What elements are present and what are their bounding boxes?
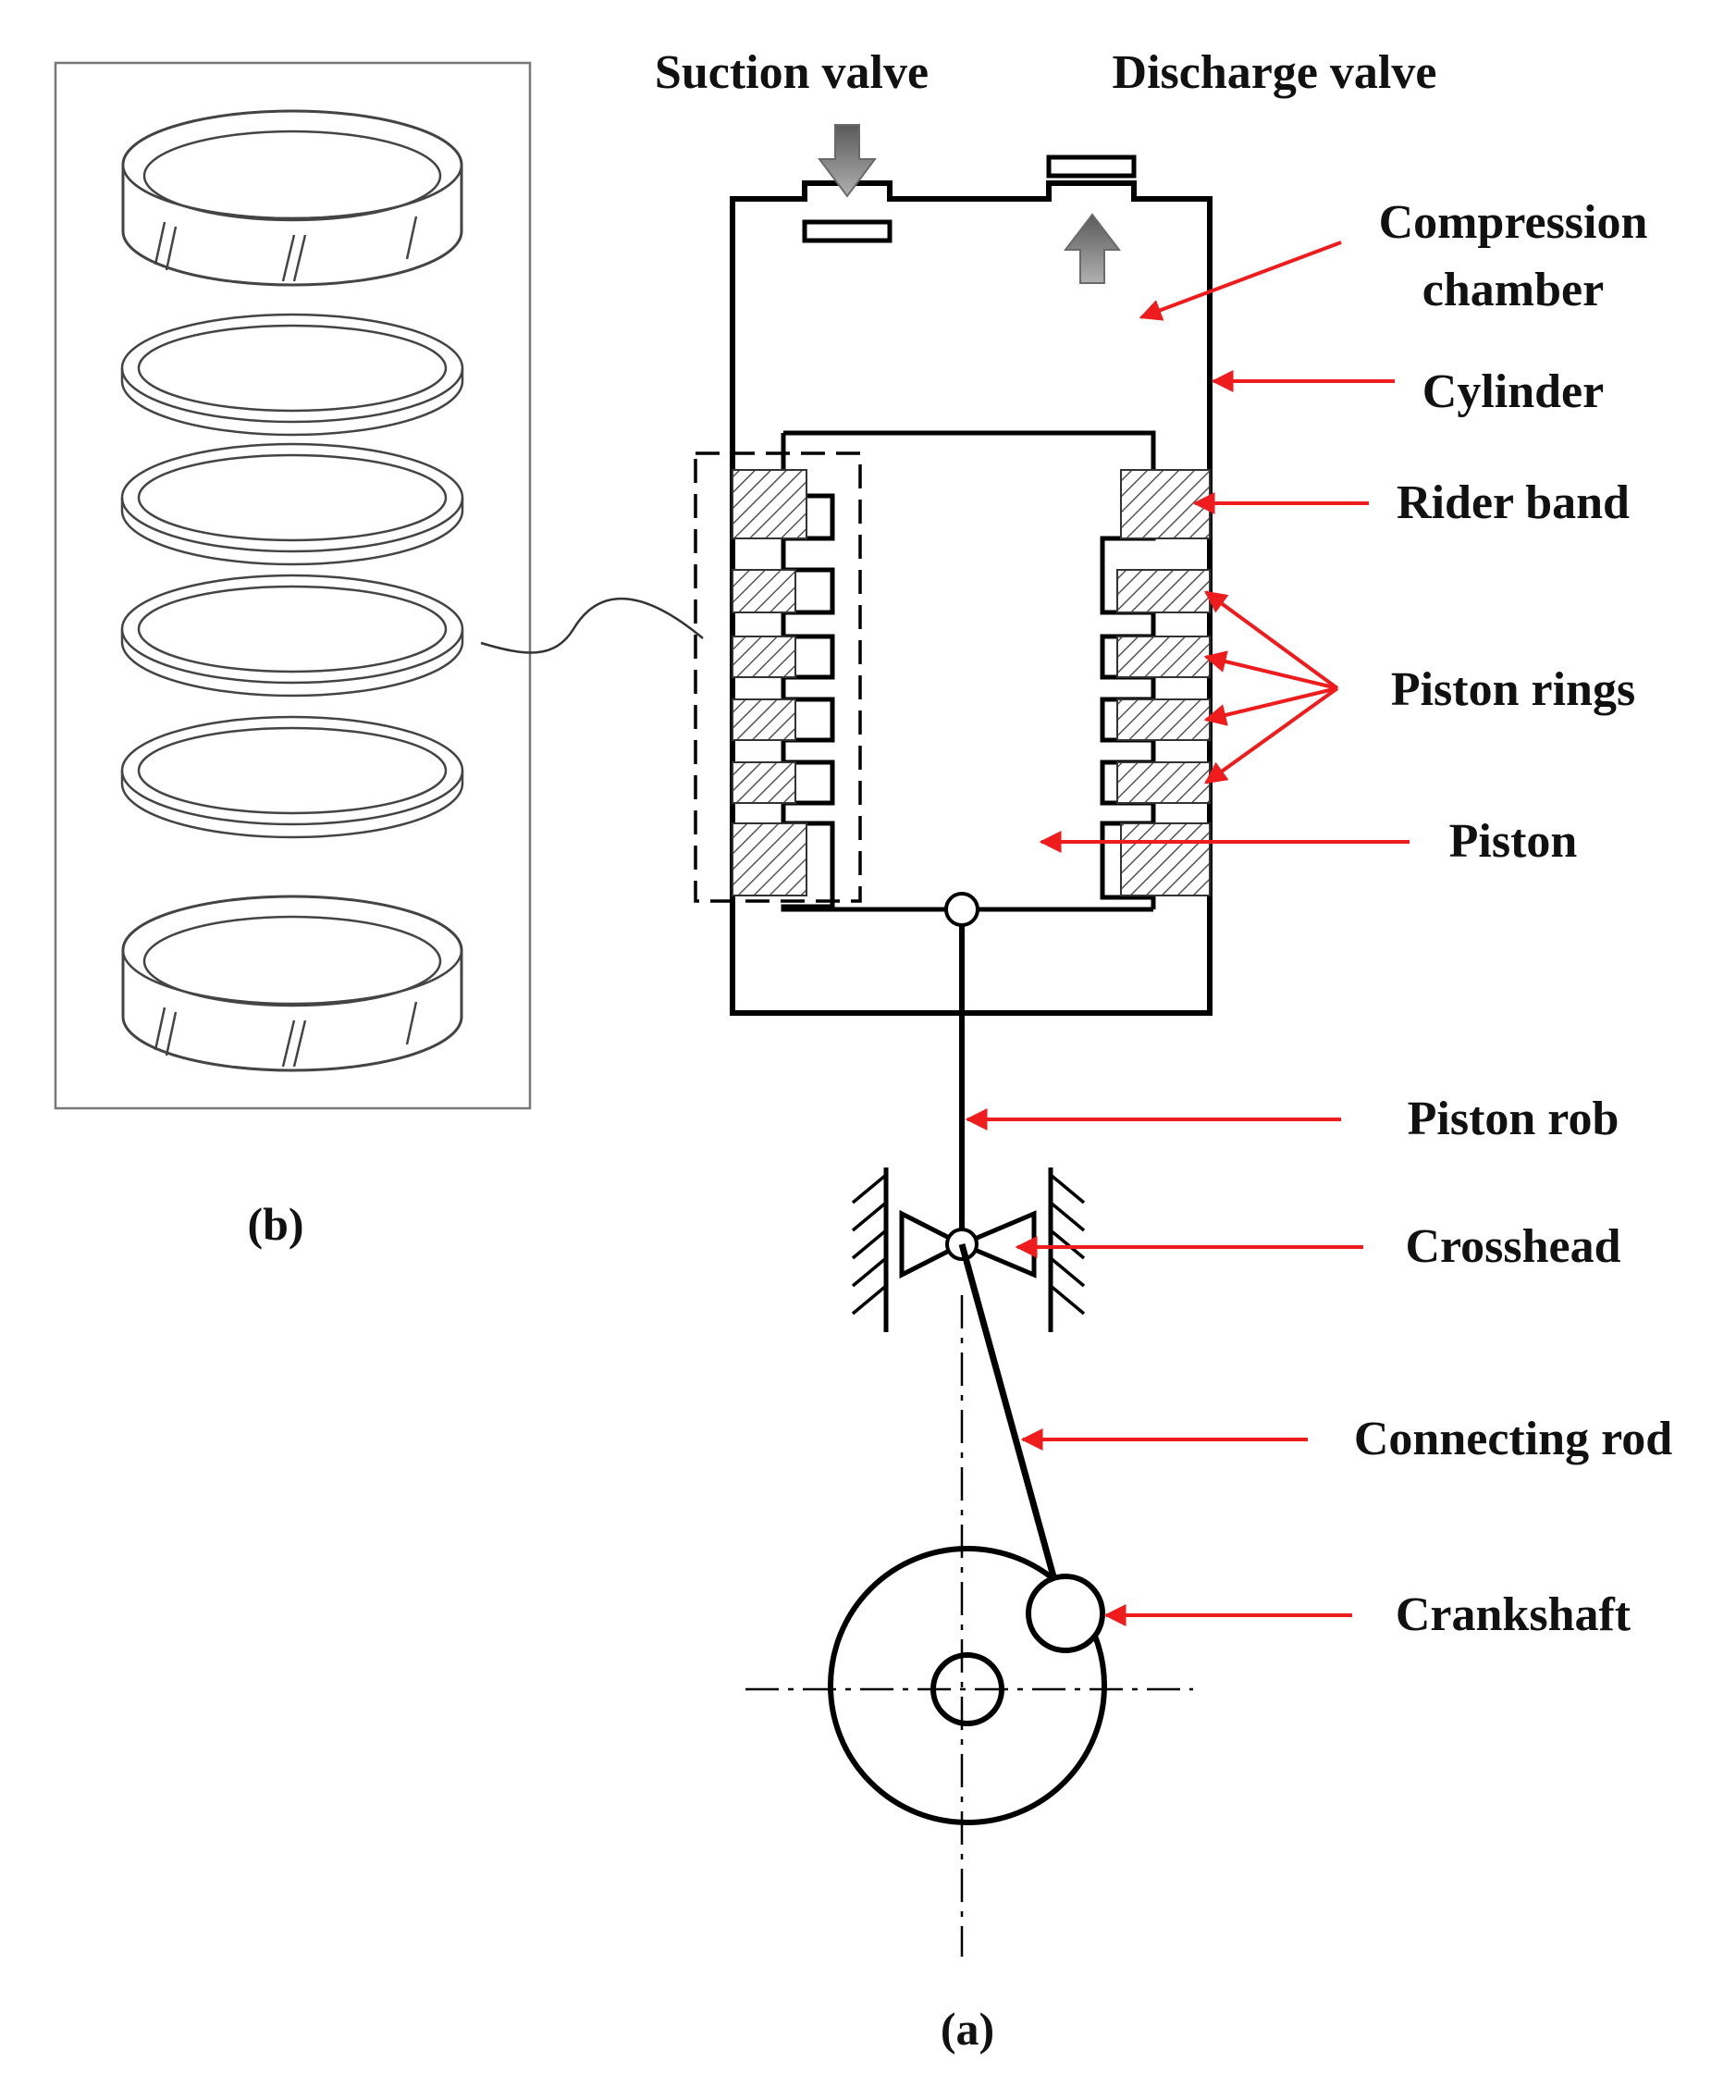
crank-disc xyxy=(828,1546,1107,1825)
arrow-compression-chamber xyxy=(1139,241,1342,321)
crosshead-guide-right xyxy=(1048,1167,1086,1332)
discharge-valve-plate xyxy=(1046,154,1137,179)
label-compression: Compression xyxy=(1379,196,1648,249)
crank-pin xyxy=(1026,1574,1105,1653)
rider-band-ring-bottom xyxy=(121,895,463,1072)
panel-a: Suction valve Discharge valve Compressio… xyxy=(655,46,1672,2055)
label-discharge-valve: Discharge valve xyxy=(1113,46,1437,99)
label-cylinder: Cylinder xyxy=(1422,365,1604,418)
label-piston-rings: Piston rings xyxy=(1391,663,1635,716)
label-chamber: chamber xyxy=(1422,264,1604,316)
piston-ring-3 xyxy=(120,574,464,698)
ring-connector-line xyxy=(480,597,704,654)
detail-box xyxy=(694,451,862,903)
rider-band-ring-top xyxy=(121,109,463,287)
label-suction-valve: Suction valve xyxy=(655,46,929,99)
left-rings xyxy=(732,469,807,896)
piston-ring-2 xyxy=(120,442,464,566)
connecting-rod xyxy=(958,1243,1067,1614)
leader-arrows xyxy=(965,241,1410,1626)
piston-ring-4 xyxy=(120,715,464,839)
label-crosshead: Crosshead xyxy=(1405,1220,1620,1273)
label-piston: Piston xyxy=(1449,815,1578,868)
arrow-piston-ring-2 xyxy=(1203,650,1338,690)
piston-ring-1 xyxy=(120,313,464,437)
wrist-pin xyxy=(944,892,979,927)
label-connecting-rod: Connecting rod xyxy=(1354,1413,1672,1465)
label-rider-band: Rider band xyxy=(1397,476,1630,529)
crosshead-guide-left xyxy=(851,1167,889,1332)
arrow-piston-ring-3 xyxy=(1203,686,1338,726)
discharge-arrow-icon xyxy=(1063,213,1122,284)
arrow-piston-ring-4 xyxy=(1204,686,1339,784)
caption-b: (b) xyxy=(247,1198,303,1250)
label-piston-rob: Piston rob xyxy=(1408,1093,1619,1145)
cylinder-outline xyxy=(730,180,1213,1016)
label-crankshaft: Crankshaft xyxy=(1396,1588,1631,1641)
suction-valve-plate xyxy=(802,219,893,243)
rider-band-bottom xyxy=(1120,822,1211,896)
arrow-piston-ring-1 xyxy=(1204,590,1339,690)
main-journal xyxy=(930,1652,1004,1726)
crosshead-shoe-left xyxy=(899,1209,967,1279)
caption-a: (a) xyxy=(941,2003,994,2055)
suction-arrow-icon xyxy=(818,124,877,198)
panel-b: (b) xyxy=(54,61,704,1250)
